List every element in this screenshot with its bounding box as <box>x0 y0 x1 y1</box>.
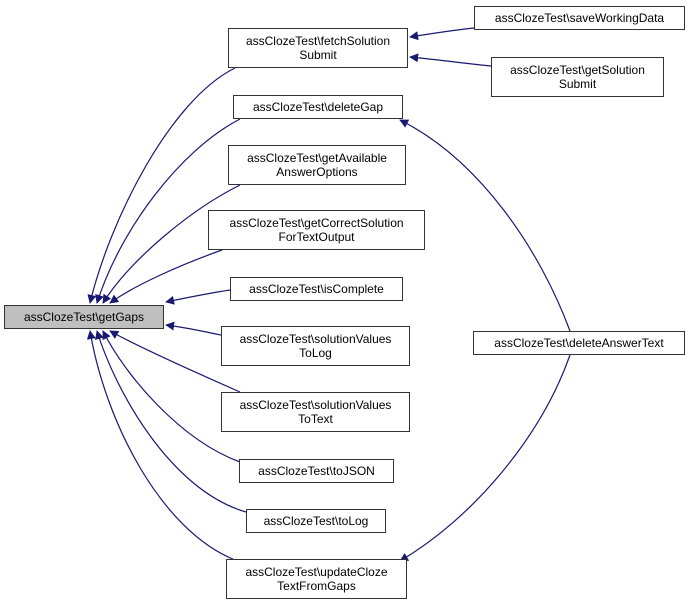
edge-toLog-to-getGaps <box>95 330 247 513</box>
edge-updateClozeTextFromGaps-to-getGaps <box>86 330 236 561</box>
edge-fetchSolutionSubmit-to-getGaps <box>87 67 236 304</box>
node-update-cloze-text-from-gaps[interactable]: assClozeTest\updateCloze TextFromGaps <box>226 559 407 599</box>
edge-deleteAnswerText-to-deleteGap <box>399 119 571 332</box>
edge-isComplete-to-getGaps <box>165 289 231 305</box>
node-solution-values-to-log[interactable]: assClozeTest\solutionValues ToLog <box>221 326 410 366</box>
node-is-complete[interactable]: assClozeTest\isComplete <box>230 277 403 301</box>
edge-saveWorkingData-to-fetchSolutionSubmit <box>409 27 475 41</box>
node-delete-answer-text[interactable]: assClozeTest\deleteAnswerText <box>473 331 685 355</box>
node-solution-values-to-text[interactable]: assClozeTest\solutionValues ToText <box>221 392 410 432</box>
edge-deleteGap-to-getGaps <box>95 118 241 304</box>
node-fetch-solution-submit[interactable]: assClozeTest\fetchSolution Submit <box>228 28 408 68</box>
edge-toJSON-to-getGaps <box>102 330 241 463</box>
edge-solutionValuesToText-to-getGaps <box>109 330 241 393</box>
node-get-available-answer-options[interactable]: assClozeTest\getAvailable AnswerOptions <box>228 145 406 185</box>
node-get-gaps[interactable]: assClozeTest\getGaps <box>4 305 164 329</box>
edge-solutionValuesToLog-to-getGaps <box>165 321 222 336</box>
edge-deleteAnswerText-to-updateClozeTextFromGaps <box>399 354 571 562</box>
node-get-solution-submit[interactable]: assClozeTest\getSolution Submit <box>491 57 664 97</box>
edge-getAvailableAnswerOptions-to-getGaps <box>102 184 241 304</box>
node-to-j-s-o-n[interactable]: assClozeTest\toJSON <box>239 459 394 483</box>
node-to-log[interactable]: assClozeTest\toLog <box>246 509 386 533</box>
node-get-correct-solution-for-text-output[interactable]: assClozeTest\getCorrectSolution ForTextO… <box>208 210 425 250</box>
node-delete-gap[interactable]: assClozeTest\deleteGap <box>233 95 403 119</box>
edge-getSolutionSubmit-to-fetchSolutionSubmit <box>409 53 492 67</box>
node-save-working-data[interactable]: assClozeTest\saveWorkingData <box>474 6 685 30</box>
edge-getCorrectSolutionForTextOutput-to-getGaps <box>109 249 223 304</box>
